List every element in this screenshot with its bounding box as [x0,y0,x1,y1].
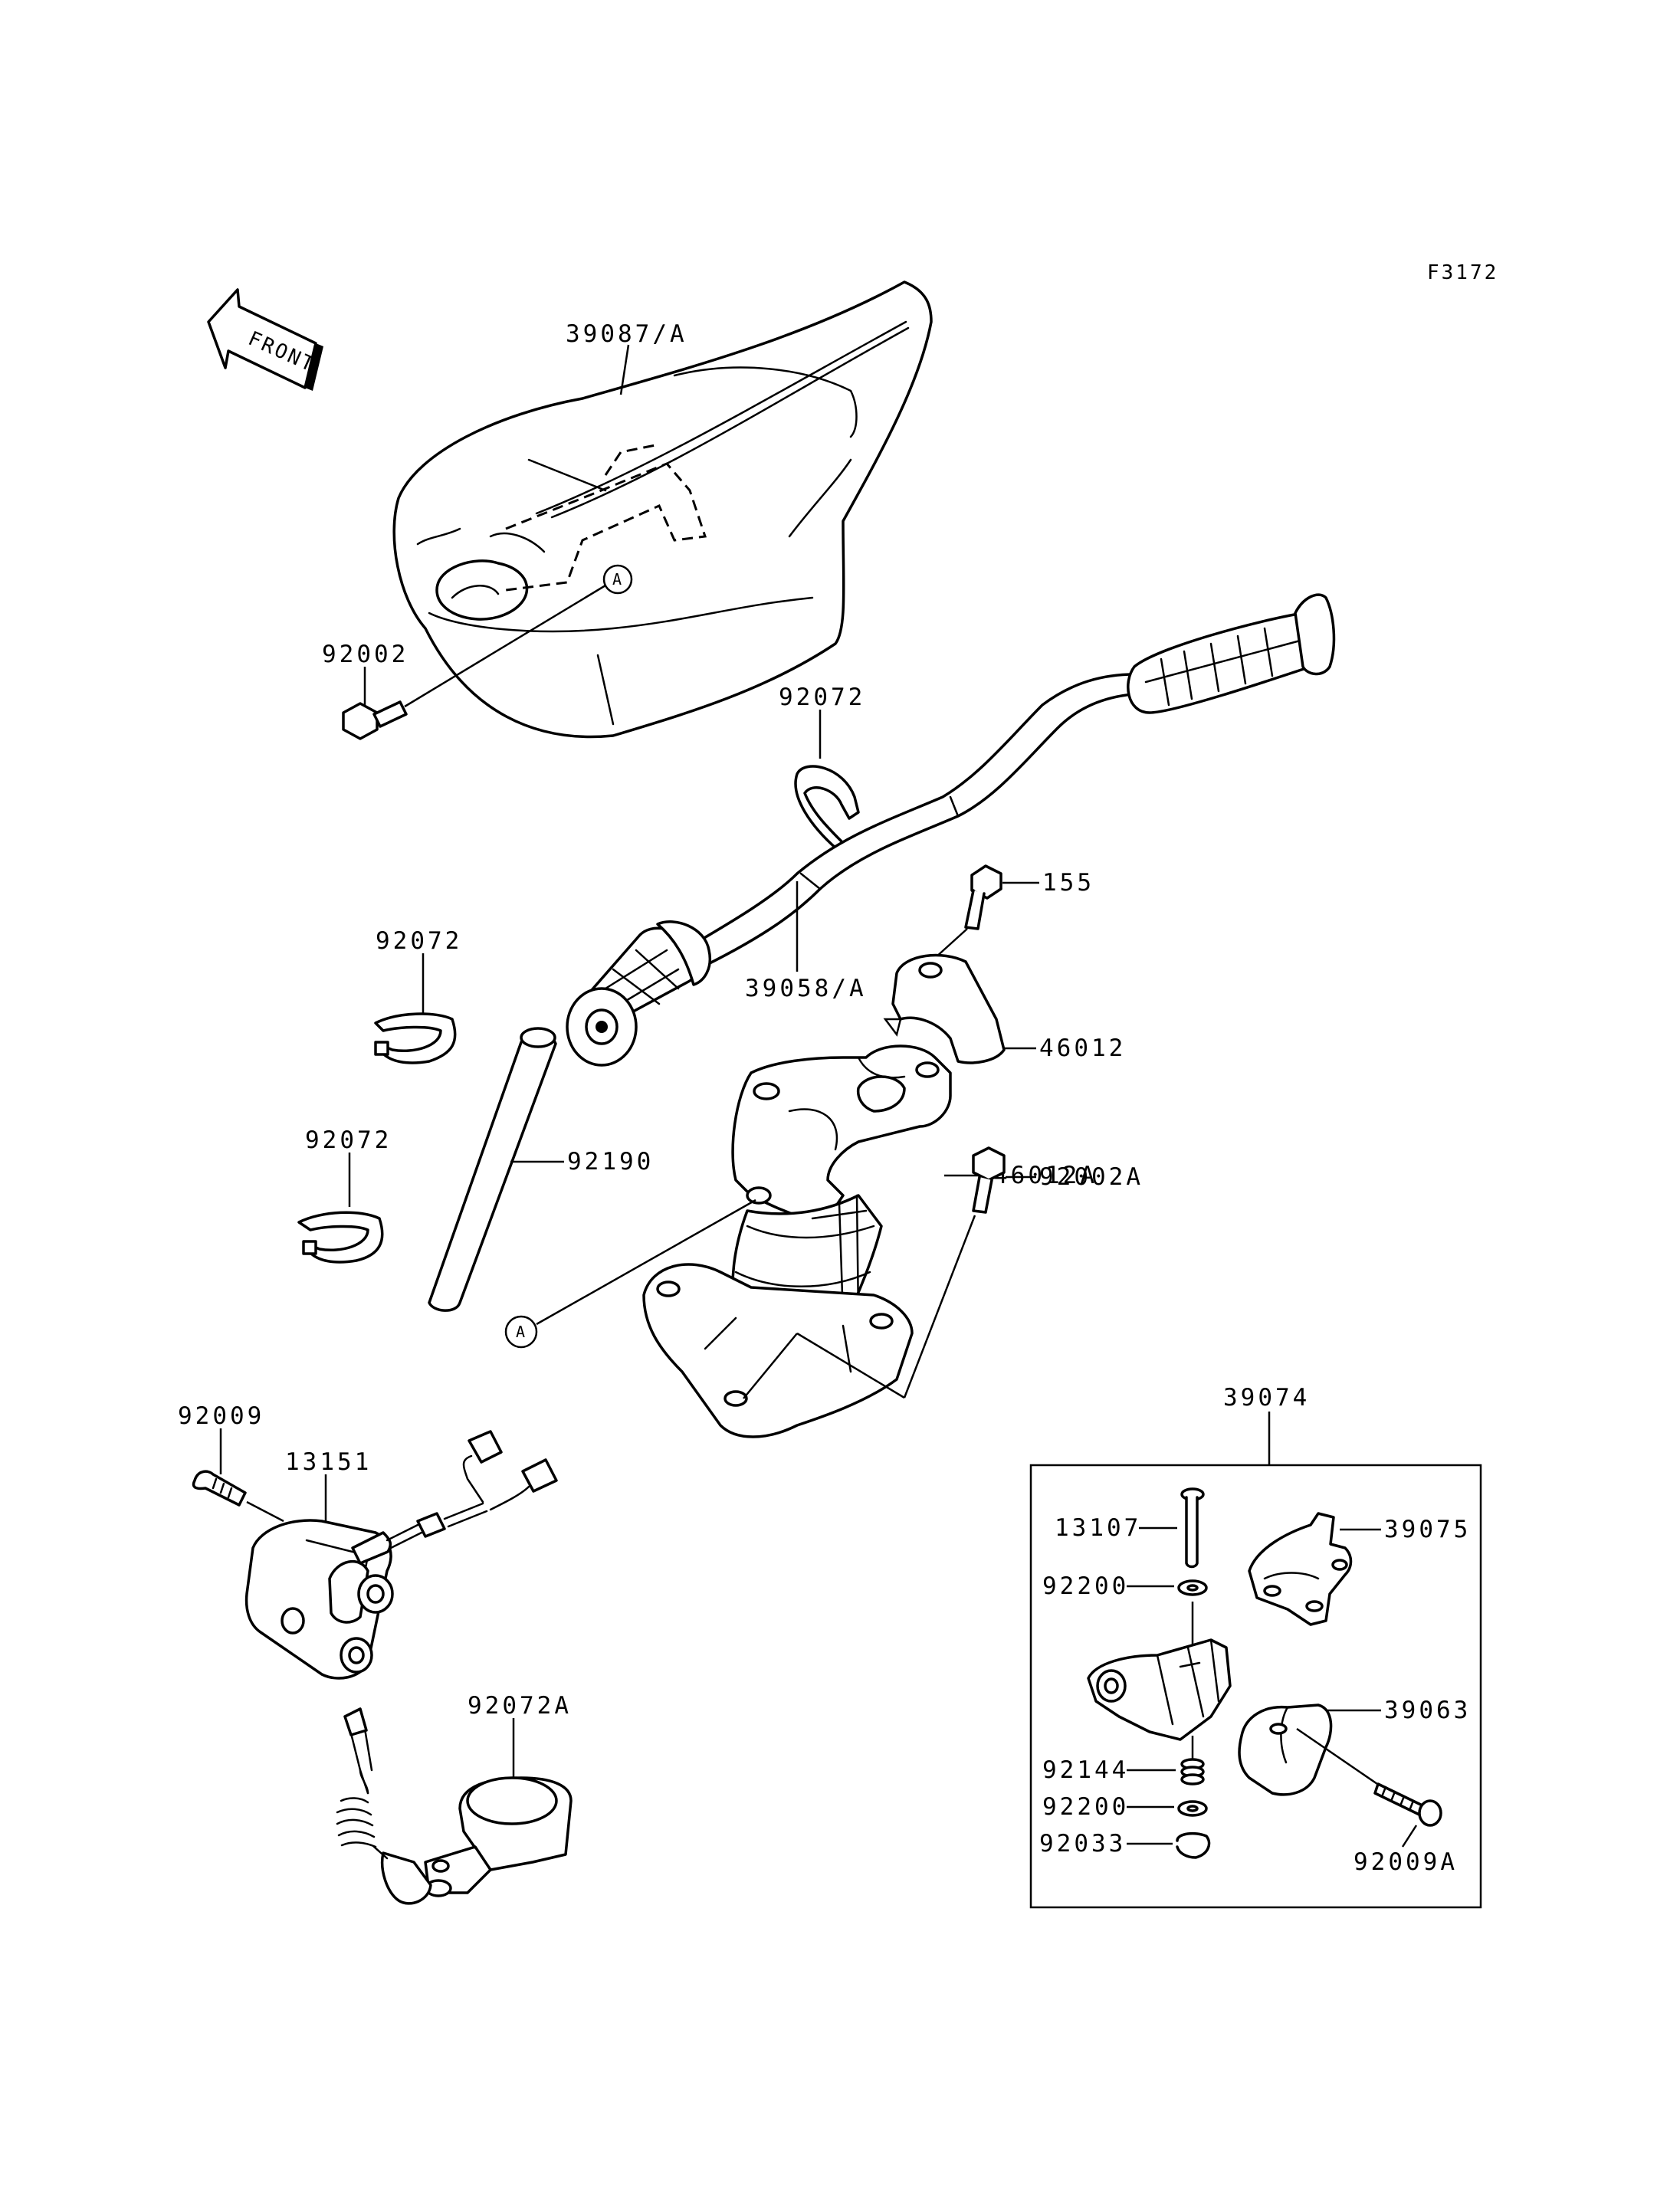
label-39058A: 39058/A [745,975,867,1002]
handlebar-part [566,593,1336,1067]
label-13107: 13107 [1055,1514,1141,1542]
cable-tie-92072-low [297,1211,384,1264]
label-39075: 39075 [1384,1516,1471,1543]
throttle-lever-body [1087,1638,1232,1741]
spring-92144 [1180,1758,1205,1785]
label-46012A: 46012A [993,1162,1098,1189]
label-92009A: 92009A [1354,1848,1458,1876]
label-13151: 13151 [285,1448,372,1476]
circlip-92033 [1176,1831,1211,1859]
clamp-cap-46012 [883,953,1006,1064]
washer-92200-a [1177,1579,1208,1596]
bolt-92002A [972,1146,1006,1214]
label-92009: 92009 [178,1402,264,1430]
handlebar-riser-46012A [642,1044,952,1438]
screw-92009A [1373,1782,1442,1827]
label-92002: 92002 [322,641,409,668]
label-92072-top: 92072 [779,684,865,711]
svg-text:A: A [612,570,622,589]
pin-13107 [1180,1487,1205,1569]
label-46012: 46012 [1039,1035,1126,1062]
bolt-92002 [342,700,408,740]
label-92190: 92190 [567,1148,654,1176]
label-92200-b: 92200 [1042,1793,1129,1821]
cable-tie-92072-mid [374,1012,457,1064]
ref-marker-a-top: A [602,564,633,595]
label-39074: 39074 [1223,1384,1310,1412]
ref-marker-a-bottom: A [504,1315,538,1349]
seat-cover-part [392,280,933,739]
bolt-155 [964,864,1002,930]
label-39063: 39063 [1384,1697,1471,1724]
label-92200-a: 92200 [1042,1572,1129,1600]
stop-switch-13151 [244,1430,558,1680]
screw-92009 [192,1470,247,1507]
label-92072A: 92072A [468,1692,572,1720]
detail-box-39074 [1029,1464,1482,1909]
label-155: 155 [1042,869,1094,897]
label-39087A: 39087/A [566,320,687,348]
svg-text:A: A [516,1323,525,1341]
cover-39063 [1238,1703,1333,1796]
figure-code: F3172 [1427,261,1498,284]
front-arrow-icon: FRONT [207,288,323,391]
label-92002A: 92002A [1039,1163,1144,1191]
pipe-92190 [428,1027,557,1312]
label-92144: 92144 [1042,1756,1129,1784]
cable-tie-92072-top [794,765,860,851]
label-92072-low: 92072 [305,1126,392,1154]
label-92033: 92033 [1039,1830,1126,1858]
lanyard-clamp-92072A [336,1707,573,1905]
bracket-39075 [1248,1512,1353,1626]
washer-92200-b [1177,1800,1208,1817]
label-92072-mid: 92072 [376,927,462,955]
